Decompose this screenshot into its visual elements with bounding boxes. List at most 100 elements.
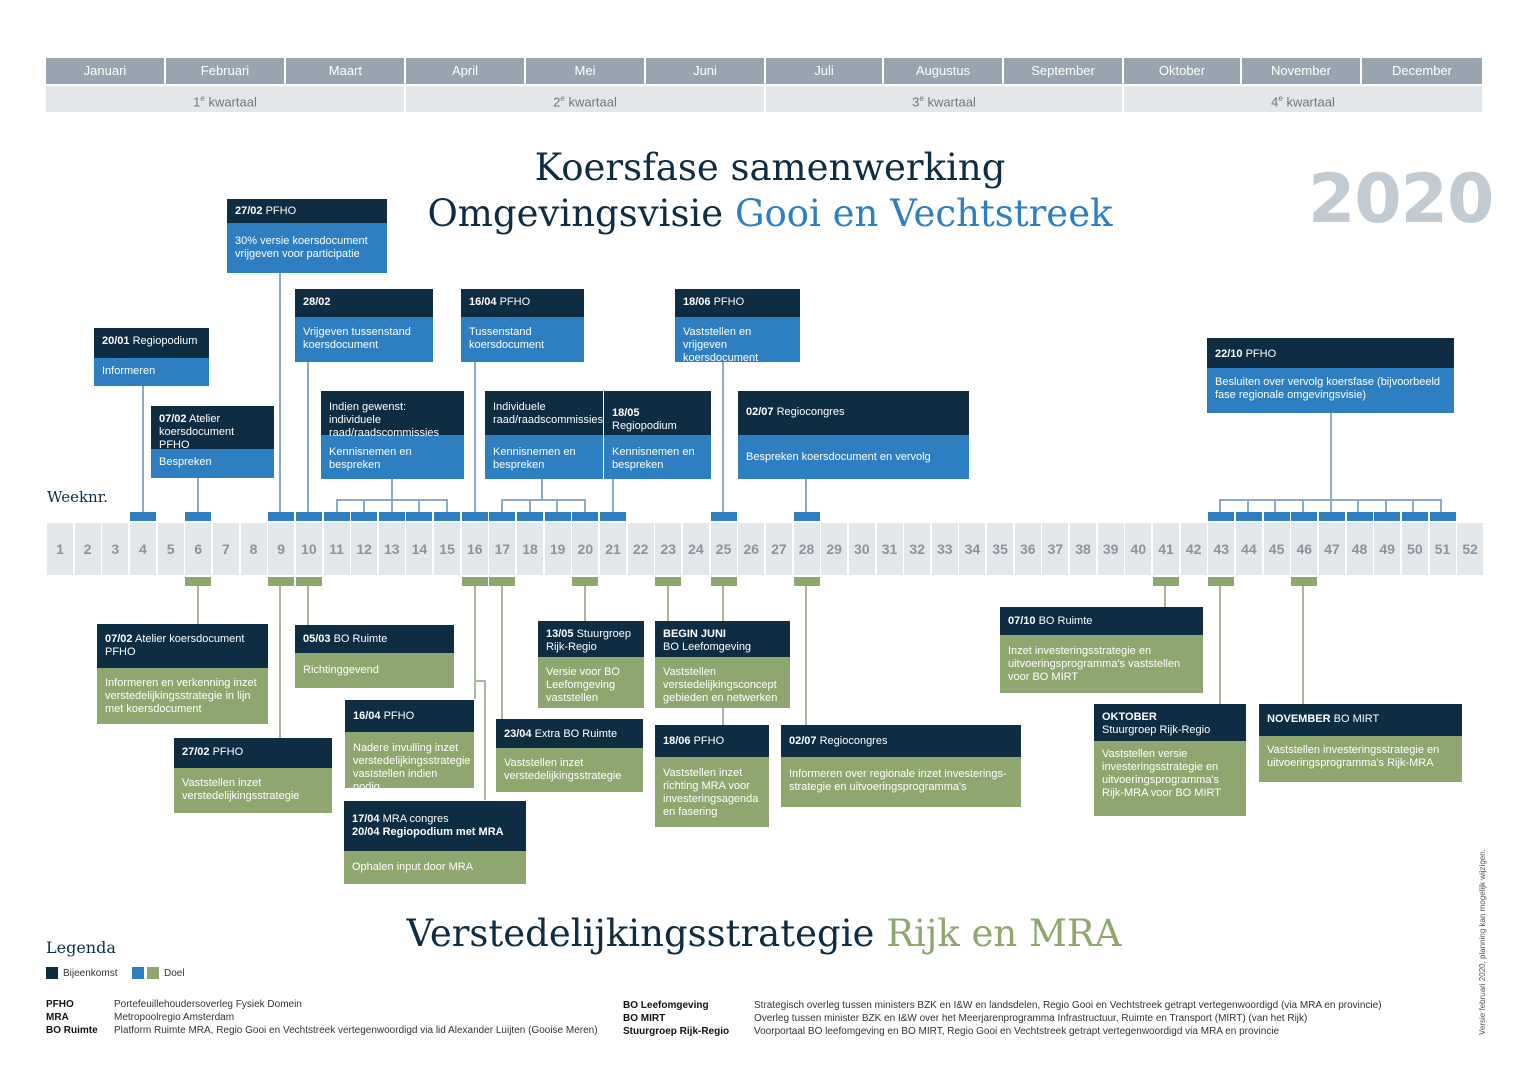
year-label: 2020 [1308,160,1494,239]
meeting-marker [351,512,378,521]
event-individuele-raad-indien-gewenst: Indien gewenst: individuele raad/raadsco… [321,391,464,479]
week-cell: 9 [268,523,295,575]
meeting-marker [517,512,544,521]
month-mei: Mei [526,58,644,84]
abbr-desc: Voorportaal BO leefomgeving en BO MIRT, … [754,1026,1280,1037]
goal-stuurgroep-1305: 13/05 Stuurgroep Rijk-Regio Versie voor … [538,621,644,708]
meeting-marker [710,512,737,521]
meeting-marker [600,512,626,521]
week-cell: 17 [489,523,516,575]
week-cell: 38 [1070,523,1097,575]
week-cell: 29 [821,523,848,575]
meeting-marker [1346,512,1373,521]
abbr-term: PFHO [46,999,74,1010]
week-cell: 18 [517,523,544,575]
week-cell: 7 [212,523,239,575]
goal-bo-mirt-november: NOVEMBER BO MIRT Vaststellen investering… [1259,704,1462,782]
abbr-desc: Metropoolregio Amsterdam [114,1012,235,1023]
week-cell: 51 [1429,523,1456,575]
week-cell: 48 [1346,523,1373,575]
month-november: November [1242,58,1360,84]
meeting-marker [1374,512,1401,521]
week-cell: 27 [765,523,792,575]
goal-atelier-0702: 07/02 Atelier koersdocument PFHO Informe… [97,624,268,724]
meeting-marker [1401,512,1428,521]
abbr-term: BO Ruimte [46,1025,98,1036]
event-regiocongres-0207: 02/07 Regiocongres Bespreken koersdocume… [738,391,969,479]
event-pfho-1604: 16/04 PFHO Tussenstand koersdocument [461,289,584,362]
week-cell: 42 [1180,523,1207,575]
week-cell: 2 [74,523,101,575]
subtitle: Verstedelijkingsstrategie Rijk en MRA [0,912,1528,955]
goal-regiocongres-0207: 02/07 Regiocongres Informeren over regio… [781,725,1021,807]
legend-swatch-meeting [46,967,58,979]
event-individuele-raad: Individuele raad/raadscommissies Kennisn… [485,391,603,479]
event-regiopodium-1805: 18/05 Regiopodium Kennisnemen en besprek… [604,391,711,479]
week-cell: 21 [600,523,626,575]
meeting-marker [323,512,350,521]
legend-meeting-label: Bijeenkomst [63,968,118,979]
month-januari: Januari [46,58,164,84]
goal-pfho-2702: 27/02 PFHO Vaststellen inzet verstedelij… [174,738,332,813]
week-cell: 10 [295,523,322,575]
week-cell: 23 [655,523,682,575]
meeting-marker [655,577,682,586]
week-cell: 46 [1291,523,1318,575]
month-februari: Februari [166,58,284,84]
quarter-2: 2e kwartaal [406,86,764,112]
goal-extra-bo-ruimte-2304: 23/04 Extra BO Ruimte Vaststellen inzet … [496,719,643,792]
week-cell: 13 [378,523,405,575]
meeting-marker [461,512,488,521]
meeting-marker [434,512,461,521]
abbr-term: Stuurgroep Rijk-Regio [623,1026,730,1037]
event-pfho-2210: 22/10 PFHO Besluiten over vervolg koersf… [1207,338,1454,413]
meeting-marker [793,512,820,521]
meeting-marker [185,512,212,521]
meeting-marker [295,577,322,586]
week-cell: 3 [102,523,129,575]
abbr-term: BO MIRT [623,1013,666,1024]
event-pfho-2702: 27/02 PFHO 30% versie koersdocument vrij… [227,199,387,273]
week-cell: 44 [1235,523,1262,575]
week-cell: 6 [185,523,212,575]
week-cell: 4 [129,523,156,575]
meeting-marker [544,512,571,521]
week-cell: 28 [793,523,820,575]
week-cell: 20 [572,523,599,575]
week-cell: 41 [1153,523,1179,575]
subtitle-part-a: Verstedelijkingsstrategie [406,912,887,955]
week-cell: 15 [434,523,461,575]
meeting-marker [1153,577,1179,586]
quarter-1: 1e kwartaal [46,86,404,112]
event-regiopodium-2001: 20/01 Regiopodium Informeren [94,328,209,386]
week-cell: 47 [1318,523,1345,575]
week-cell: 24 [682,523,709,575]
meeting-marker [1318,512,1345,521]
quarter-3: 3e kwartaal [766,86,1122,112]
main-title: Koersfase samenwerking [534,146,1006,189]
week-cell: 22 [627,523,654,575]
event-2802: 28/02 Vrijgeven tussenstand koersdocumen… [295,289,433,362]
meeting-marker [710,577,737,586]
month-september: September [1004,58,1122,84]
meeting-marker [793,577,820,586]
abbr-desc: Portefeuillehoudersoverleg Fysiek Domein [114,999,302,1010]
meeting-marker [1208,577,1235,586]
meeting-marker [572,512,599,521]
week-cell: 32 [904,523,931,575]
month-maart: Maart [286,58,404,84]
meeting-marker [572,577,599,586]
meeting-marker [1291,512,1318,521]
legend-goal-label: Doel [164,968,185,979]
week-cell: 14 [406,523,433,575]
goal-pfho-1806: 18/06 PFHO Vaststellen inzet richting MR… [655,725,769,827]
week-cell: 8 [240,523,267,575]
week-cell: 45 [1263,523,1290,575]
week-cell: 16 [461,523,488,575]
quarter-4: 4e kwartaal [1124,86,1482,112]
meeting-marker [1263,512,1290,521]
month-juni: Juni [646,58,764,84]
week-cell: 33 [931,523,958,575]
